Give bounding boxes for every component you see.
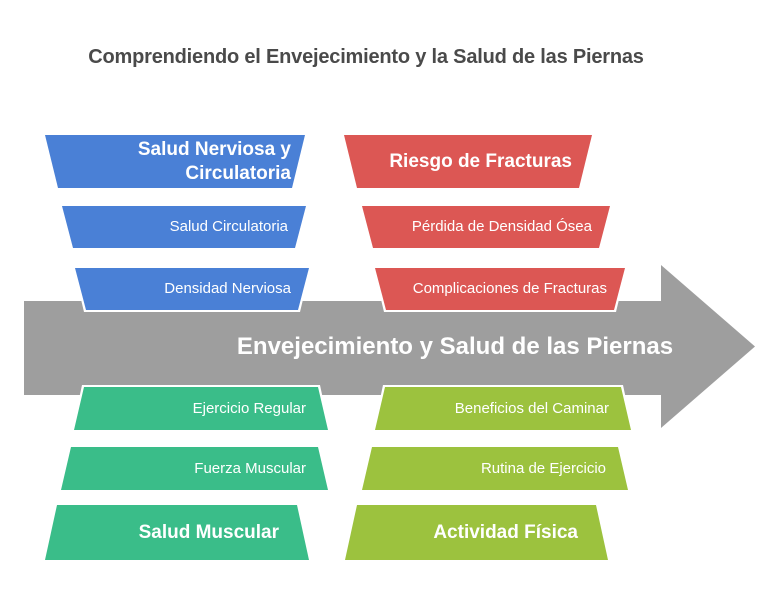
item-label: Ejercicio Regular [192, 399, 306, 417]
header-label: Riesgo de Fracturas [389, 150, 572, 172]
header-label: Salud Nerviosa y Circulatoria [137, 138, 291, 184]
item-box-perdida-densidad-osea: Pérdida de Densidad Ósea [360, 204, 612, 250]
item-label: Salud Circulatoria [169, 218, 288, 235]
item-box-ejercicio-regular: Ejercicio Regular [72, 385, 330, 432]
item-box-beneficios-del-caminar: Beneficios del Caminar [373, 385, 633, 432]
page-title: Comprendiendo el Envejecimiento y la Sal… [88, 46, 644, 68]
item-box-densidad-nerviosa: Densidad Nerviosa [73, 266, 311, 312]
item-label: Densidad Nerviosa [164, 280, 291, 297]
item-box-fuerza-muscular: Fuerza Muscular [59, 445, 330, 492]
header-box-actividad-fisica: Actividad Física [343, 503, 610, 562]
item-label: Beneficios del Caminar [454, 399, 609, 417]
item-box-salud-circulatoria: Salud Circulatoria [60, 204, 308, 250]
item-box-rutina-de-ejercicio: Rutina de Ejercicio [360, 445, 630, 492]
item-label: Complicaciones de Fracturas [412, 280, 607, 297]
header-label: Actividad Física [433, 521, 578, 543]
header-label: Salud Muscular [138, 521, 279, 543]
item-label: Fuerza Muscular [194, 459, 306, 477]
header-box-riesgo-de-fracturas: Riesgo de Fracturas [342, 133, 594, 190]
header-box-salud-muscular: Salud Muscular [43, 503, 311, 562]
central-arrow-body [24, 301, 662, 395]
central-arrow-label: Envejecimiento y Salud de las Piernas [236, 333, 674, 360]
item-label: Rutina de Ejercicio [480, 459, 606, 477]
item-label: Pérdida de Densidad Ósea [411, 218, 592, 235]
item-box-complicaciones-fracturas: Complicaciones de Fracturas [373, 266, 627, 312]
header-box-salud-nerviosa-circulatoria: Salud Nerviosa y Circulatoria [43, 133, 307, 190]
